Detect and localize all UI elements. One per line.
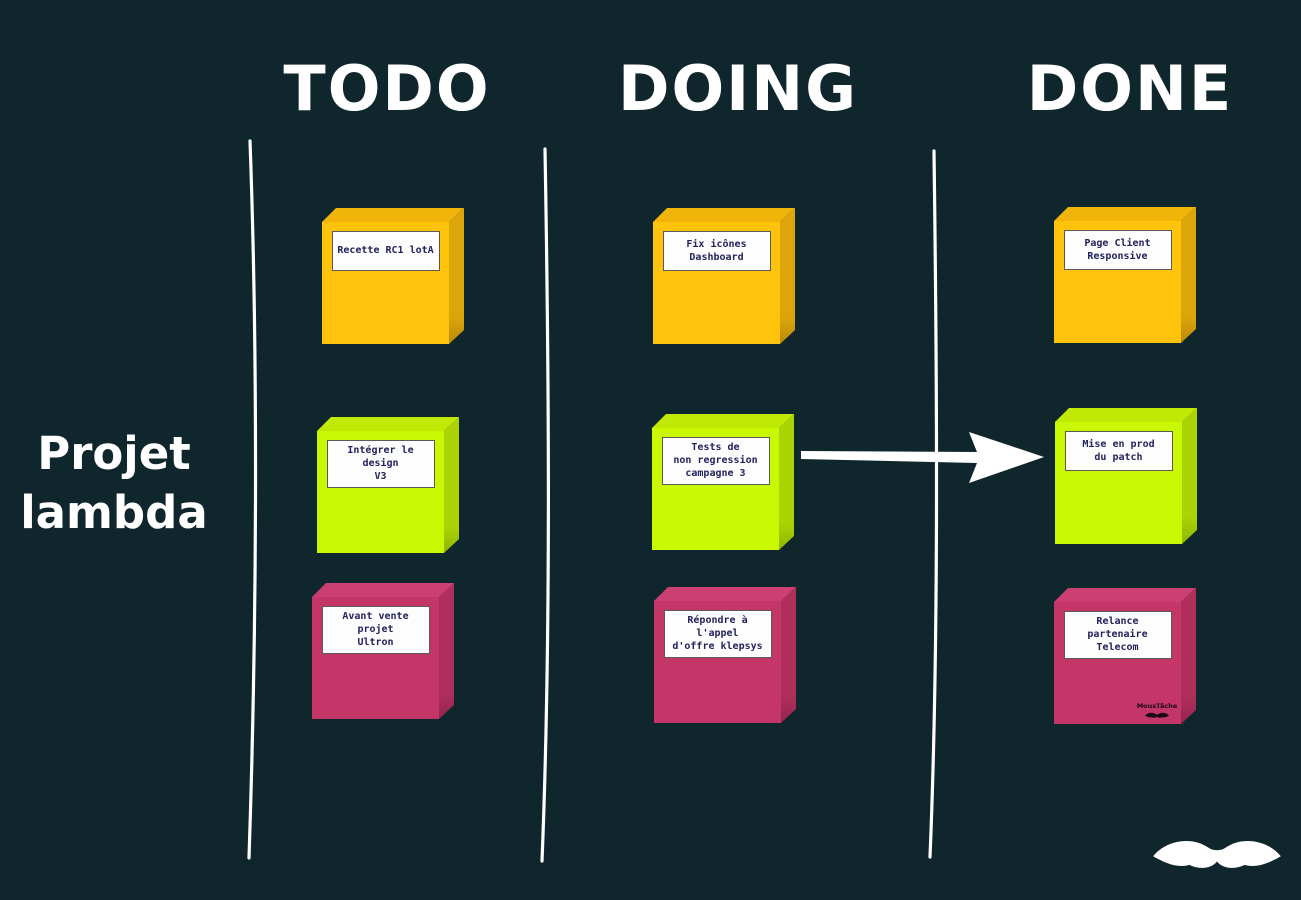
note-side-bevel <box>1182 408 1197 544</box>
note-face: Relance partenaire Telecom MousTâche <box>1054 602 1181 724</box>
mustache-icon <box>1144 712 1170 718</box>
note-side-bevel <box>1181 588 1196 724</box>
note-doing-fix-icones[interactable]: Fix icônes Dashboard <box>653 208 795 344</box>
note-top-bevel <box>654 587 796 601</box>
note-top-bevel <box>322 208 464 222</box>
note-top-bevel <box>653 208 795 222</box>
note-face: Intégrer le design V3 <box>317 431 444 553</box>
divider-line-2 <box>540 147 550 863</box>
note-label: Avant vente projet Ultron <box>321 606 430 654</box>
column-title-doing: DOING <box>617 52 859 125</box>
brand-stamp: MousTâche <box>1136 701 1178 721</box>
note-todo-avant-vente[interactable]: Avant vente projet Ultron <box>312 583 454 719</box>
brand-name: MousTâche <box>1136 701 1178 710</box>
note-face: Tests de non regression campagne 3 <box>652 428 779 550</box>
note-side-bevel <box>444 417 459 553</box>
note-label: Mise en prod du patch <box>1064 431 1173 471</box>
move-arrow <box>801 432 1044 483</box>
mustache-icon <box>1153 840 1281 868</box>
note-side-bevel <box>1181 207 1196 343</box>
note-face: Avant vente projet Ultron <box>312 597 439 719</box>
note-todo-recette[interactable]: Recette RC1 lotA <box>322 208 464 344</box>
note-top-bevel <box>312 583 454 597</box>
note-side-bevel <box>449 208 464 344</box>
note-side-bevel <box>779 414 794 550</box>
note-face: Mise en prod du patch <box>1055 422 1182 544</box>
note-label: Fix icônes Dashboard <box>662 231 771 271</box>
project-title: Projet lambda <box>20 427 208 540</box>
note-top-bevel <box>317 417 459 431</box>
note-done-mise-en-prod[interactable]: Mise en prod du patch <box>1055 408 1197 544</box>
note-label: Recette RC1 lotA <box>331 231 440 271</box>
note-face: Recette RC1 lotA <box>322 222 449 344</box>
note-side-bevel <box>439 583 454 719</box>
note-label: Répondre à l'appel d'offre klepsys <box>663 610 772 658</box>
mustache-watermark <box>1148 832 1286 888</box>
note-label: Page Client Responsive <box>1063 230 1172 270</box>
divider-line-1 <box>247 139 258 860</box>
note-face: Fix icônes Dashboard <box>653 222 780 344</box>
note-doing-appel-offre[interactable]: Répondre à l'appel d'offre klepsys <box>654 587 796 723</box>
divider-line-3 <box>928 149 939 859</box>
column-title-done: DONE <box>1026 52 1234 125</box>
note-top-bevel <box>652 414 794 428</box>
note-top-bevel <box>1054 588 1196 602</box>
note-done-relance[interactable]: Relance partenaire Telecom MousTâche <box>1054 588 1196 724</box>
note-top-bevel <box>1055 408 1197 422</box>
note-todo-design[interactable]: Intégrer le design V3 <box>317 417 459 553</box>
note-face: Répondre à l'appel d'offre klepsys <box>654 601 781 723</box>
note-side-bevel <box>780 208 795 344</box>
note-label: Intégrer le design V3 <box>326 440 435 488</box>
column-title-todo: TODO <box>283 52 491 125</box>
note-face: Page Client Responsive <box>1054 221 1181 343</box>
note-doing-tests[interactable]: Tests de non regression campagne 3 <box>652 414 794 550</box>
note-side-bevel <box>781 587 796 723</box>
note-done-page-client[interactable]: Page Client Responsive <box>1054 207 1196 343</box>
note-label: Relance partenaire Telecom <box>1063 611 1172 659</box>
note-top-bevel <box>1054 207 1196 221</box>
note-label: Tests de non regression campagne 3 <box>661 437 770 485</box>
